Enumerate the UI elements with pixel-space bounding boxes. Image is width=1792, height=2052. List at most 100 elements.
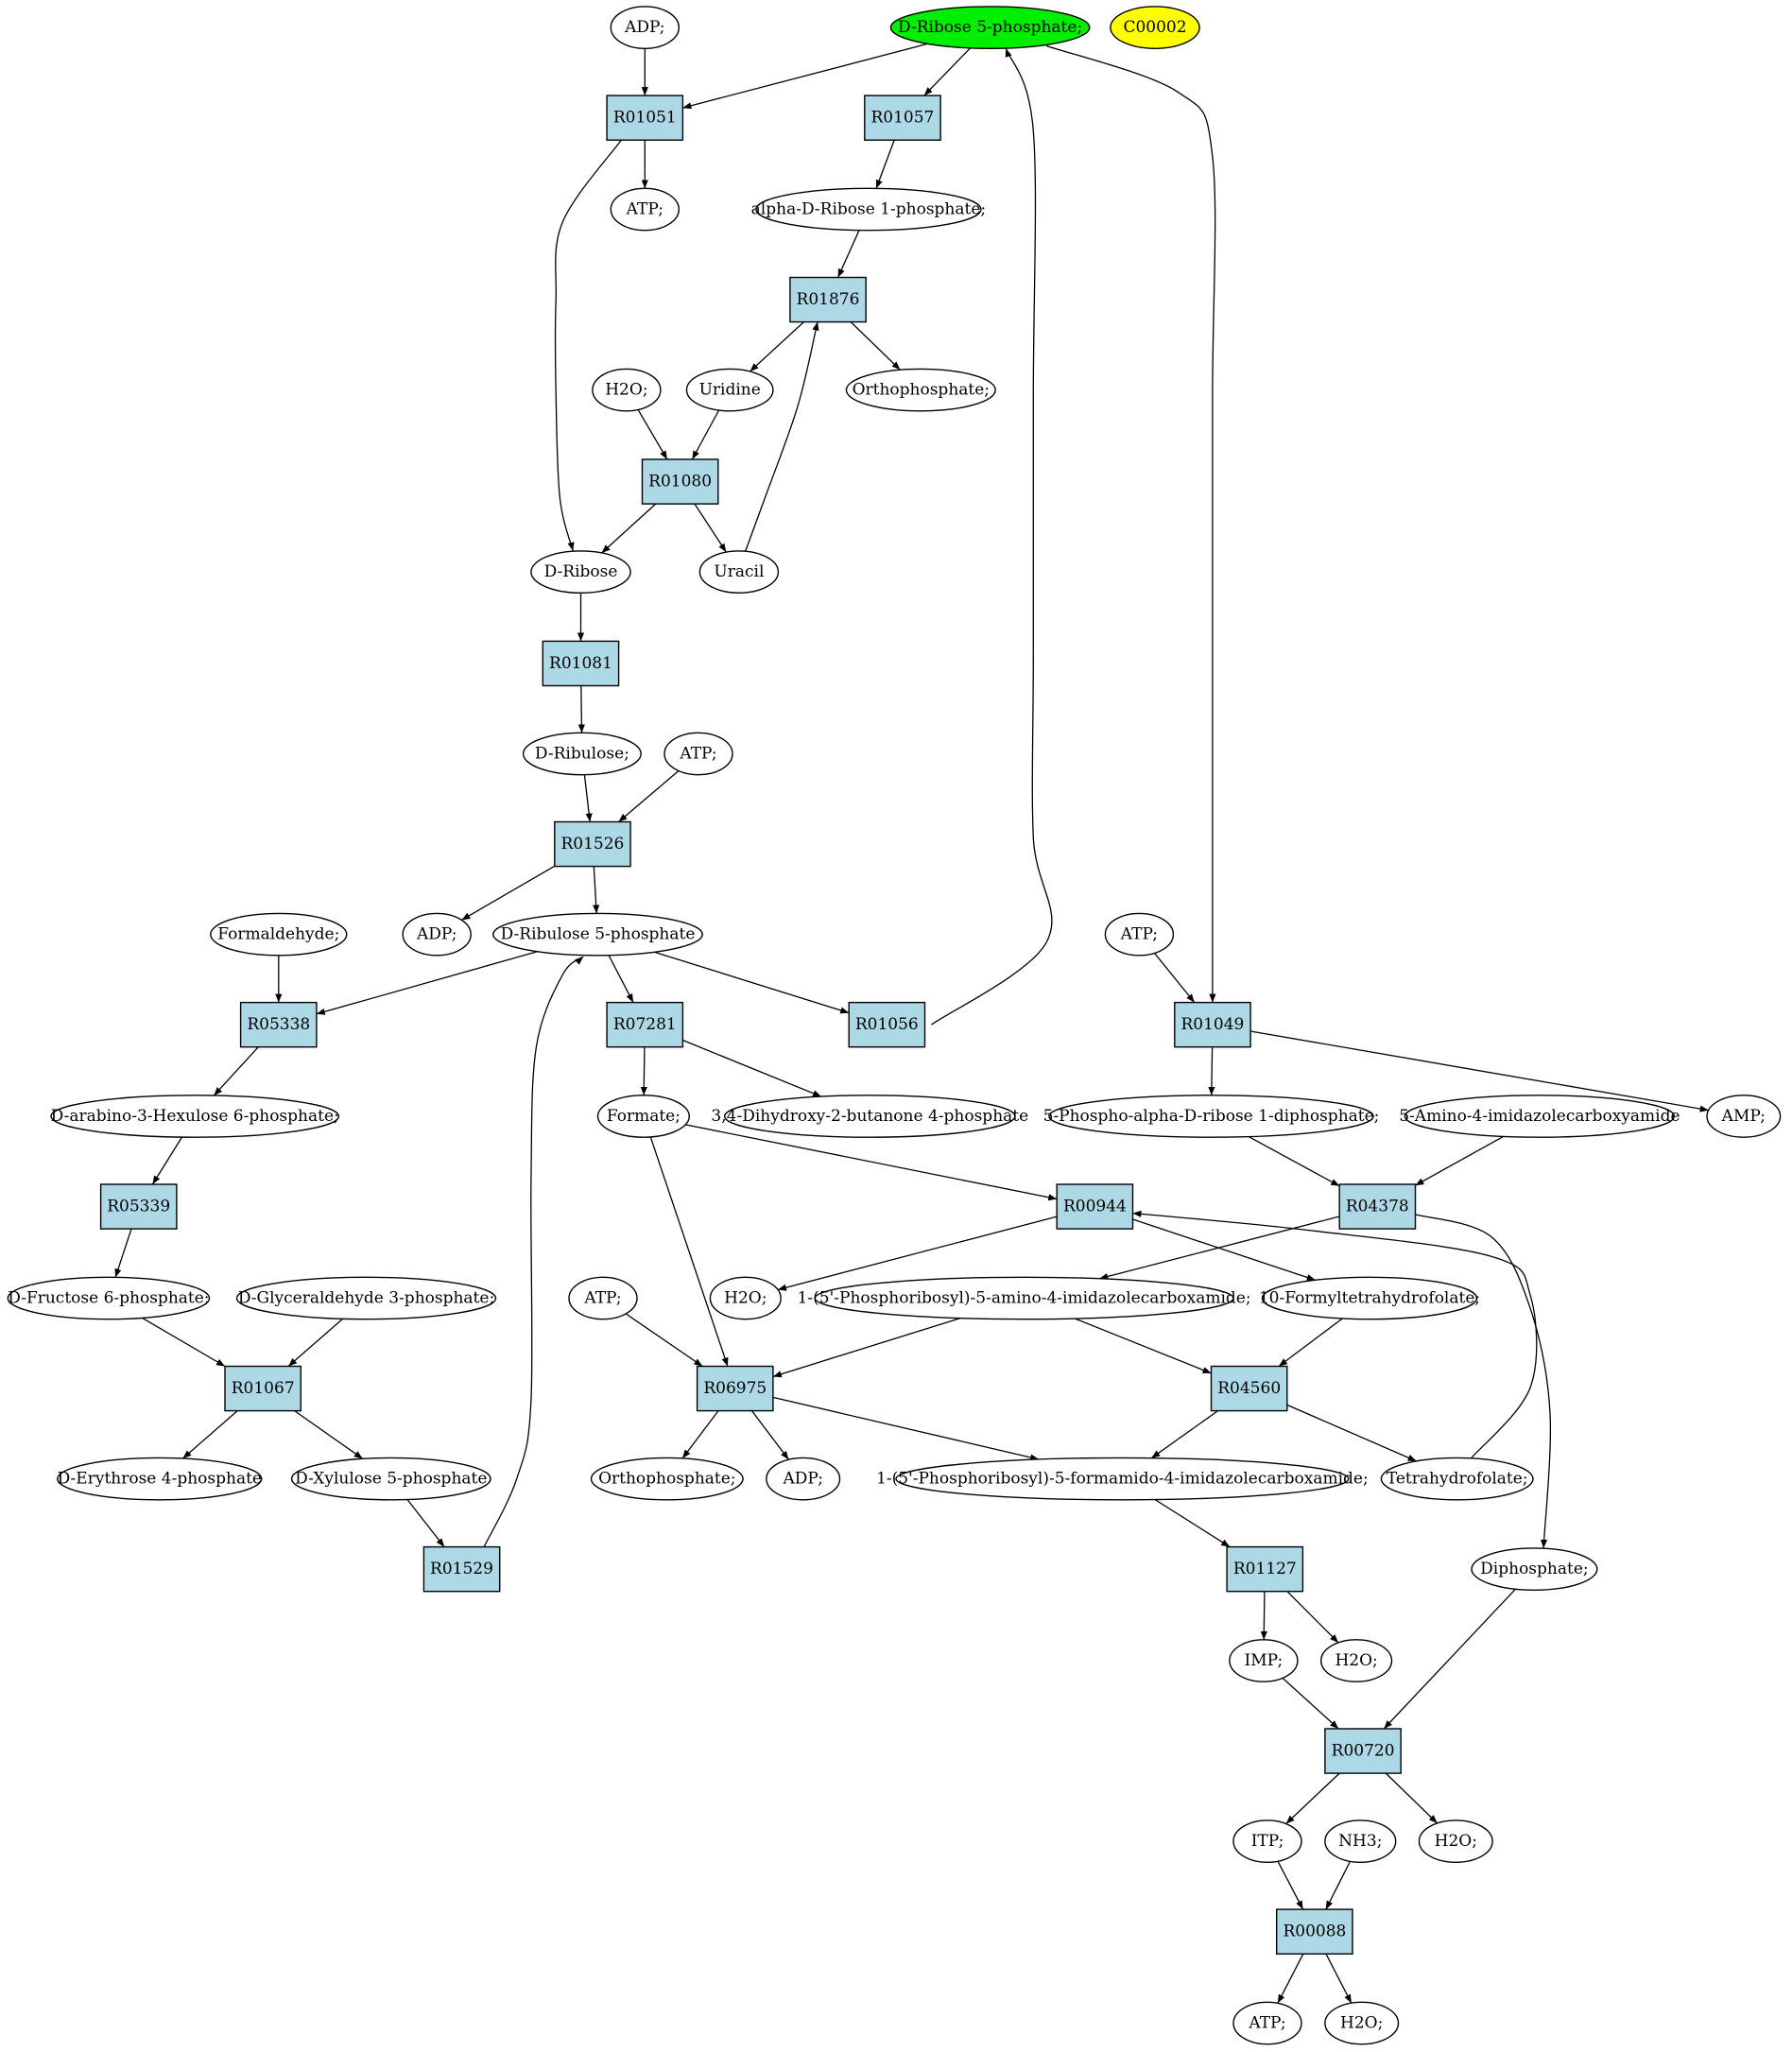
- compound-node-n_uracil: Uracil: [698, 550, 780, 594]
- edge-R04560-to-n_faicar: [1150, 1410, 1218, 1459]
- compound-node-n_aica: 5-Amino-4-imidazolecarboxyamide: [1399, 1095, 1680, 1138]
- edge-line: [554, 139, 622, 552]
- reaction-box: [848, 1001, 926, 1048]
- edge-line: [1154, 1498, 1231, 1548]
- compound-node-n_r5p: D-Ribose 5-phosphate;: [889, 6, 1091, 50]
- edge-line: [1132, 1218, 1316, 1282]
- reaction-box: [1056, 1183, 1134, 1230]
- edge-R01876-to-n_ortho_1: [850, 321, 901, 371]
- edge-n_diphosphate-to-R00720: [1383, 1588, 1516, 1730]
- edge-R05339-to-n_f6p: [114, 1228, 132, 1278]
- edge-R07281-to-n_formate: [640, 1046, 647, 1095]
- node-label: R00088: [1283, 1923, 1346, 1941]
- edge-R01127-to-n_imp: [1260, 1591, 1267, 1640]
- edge-line: [1415, 1135, 1504, 1186]
- compound-ellipse: [698, 550, 780, 594]
- compound-node-n_h2o_5: H2O;: [1324, 2001, 1400, 2045]
- compound-ellipse: [1048, 1095, 1374, 1138]
- reaction-node-R01051: R01051: [606, 95, 684, 141]
- edge-R05338-to-n_dah6p: [213, 1046, 259, 1096]
- edge-line: [654, 951, 850, 1014]
- compound-ellipse: [1232, 1819, 1302, 1864]
- edge-n_adr1p-to-R01876: [837, 230, 860, 278]
- edge-line: [1249, 1030, 1709, 1112]
- node-label: ATP;: [1120, 925, 1158, 944]
- compound-ellipse: [530, 550, 631, 594]
- node-label: ATP;: [679, 745, 716, 764]
- node-label: D-Ribulose;: [535, 745, 629, 764]
- edge-line: [182, 1410, 238, 1459]
- reaction-box: [239, 1001, 318, 1048]
- edge-n_prpp-to-R04378: [1248, 1136, 1340, 1187]
- compound-node-n_atp_5: ATP;: [1232, 2001, 1302, 2045]
- compound-ellipse: [766, 1457, 841, 1501]
- edge-line: [745, 321, 819, 552]
- compound-ellipse: [1261, 1276, 1478, 1320]
- edge-R01526-to-n_adp_2: [461, 865, 556, 921]
- node-label: H2O;: [724, 1289, 767, 1308]
- node-label: C00002: [1123, 18, 1186, 37]
- compound-ellipse: [1324, 2001, 1400, 2045]
- edge-R01049-to-n_amp: [1249, 1030, 1709, 1112]
- node-label: Formate;: [607, 1107, 681, 1126]
- compound-node-n_atp_4: ATP;: [568, 1276, 638, 1320]
- edge-n_dru5p-to-R05338: [316, 951, 538, 1015]
- reaction-node-R01127: R01127: [1226, 1545, 1304, 1593]
- reaction-node-R04378: R04378: [1338, 1183, 1417, 1230]
- reaction-node-R01529: R01529: [422, 1545, 501, 1593]
- edge-line: [213, 1046, 259, 1096]
- node-label: D-Xylulose 5-phosphate: [295, 1470, 487, 1489]
- compound-ellipse: [522, 732, 642, 776]
- reaction-box: [99, 1183, 178, 1230]
- edge-R01080-to-n_uracil: [694, 503, 727, 553]
- compound-ellipse: [709, 1276, 782, 1320]
- edge-line: [316, 951, 538, 1015]
- edge-line: [1153, 952, 1196, 1004]
- edge-n_formate-to-R06975: [649, 1136, 729, 1367]
- node-label: Orthophosphate;: [853, 381, 990, 400]
- edge-line: [114, 1228, 132, 1278]
- edge-n_dribulose-to-R01526: [583, 774, 593, 822]
- edge-line: [1208, 1046, 1215, 1095]
- node-label: H2O;: [1340, 2014, 1383, 2033]
- compound-node-n_h2o_4: H2O;: [1418, 1819, 1493, 1864]
- compound-node-n_amp: AMP;: [1706, 1095, 1782, 1138]
- compound-node-n_adp_3: ADP;: [766, 1457, 841, 1501]
- edge-n_r5p-to-R01051: [682, 43, 928, 110]
- compound-ellipse: [1319, 1639, 1393, 1682]
- edge-R01049-to-n_prpp: [1208, 1046, 1215, 1095]
- node-label: 5-Phospho-alpha-D-ribose 1-diphosphate;: [1043, 1107, 1380, 1126]
- compound-ellipse: [755, 187, 982, 232]
- compound-node-n_formate: Formate;: [596, 1095, 691, 1138]
- edge-line: [777, 1216, 1058, 1291]
- compound-node-n_c00002: C00002: [1110, 6, 1200, 50]
- node-label: NH3;: [1338, 1832, 1382, 1851]
- reaction-box: [1226, 1545, 1304, 1593]
- reaction-box: [864, 95, 941, 141]
- edge-R00088-to-n_atp_5: [1277, 1953, 1304, 2004]
- node-label: 1-(5'-Phosphoribosyl)-5-formamido-4-imid…: [876, 1470, 1369, 1489]
- edge-R07281-to-n_dhbp: [682, 1039, 822, 1097]
- compound-ellipse: [210, 912, 348, 957]
- node-label: R01056: [855, 1015, 919, 1034]
- node-label: Uridine: [699, 381, 761, 400]
- compound-ellipse: [814, 1276, 1234, 1320]
- node-label: 1-(5'-Phosphoribosyl)-5-amino-4-imidazol…: [798, 1289, 1251, 1308]
- edge-line: [931, 47, 1053, 1026]
- compound-node-n_adp_top: ADP;: [610, 6, 680, 50]
- compound-node-n_atp_1: ATP;: [610, 187, 680, 232]
- compound-node-n_dribulose: D-Ribulose;: [522, 732, 642, 776]
- edge-n_dru5p-to-R07281: [608, 955, 634, 1003]
- node-label: D-Glyceraldehyde 3-phosphate;: [238, 1289, 494, 1308]
- edge-R01057-to-n_adr1p: [875, 139, 895, 189]
- edge-line: [923, 47, 972, 96]
- compound-ellipse: [596, 1095, 691, 1138]
- edge-line: [406, 1498, 445, 1548]
- edge-n_imp-to-R00720: [1282, 1677, 1339, 1730]
- compound-node-n_ortho_2: Orthophosphate;: [590, 1457, 744, 1501]
- node-label: ADP;: [624, 18, 664, 37]
- node-label: H2O;: [605, 381, 647, 400]
- edge-n_h2o_1-to-R01080: [637, 409, 668, 460]
- edge-line: [837, 230, 860, 278]
- edge-line: [772, 1317, 961, 1378]
